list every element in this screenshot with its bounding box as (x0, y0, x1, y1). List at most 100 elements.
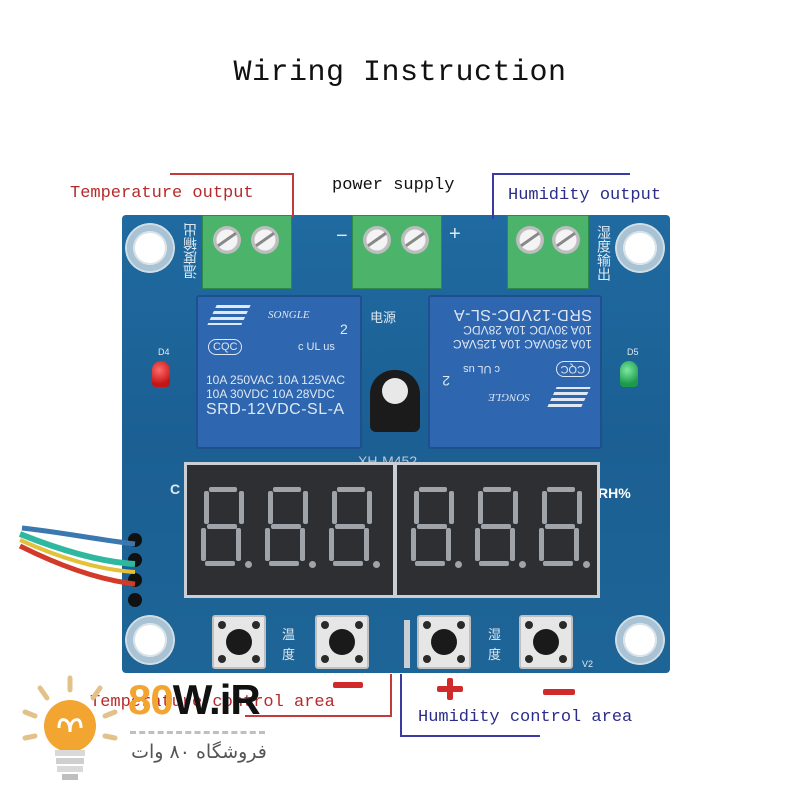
segment-f (268, 491, 273, 524)
segment-e (475, 528, 480, 561)
temperature-display (184, 462, 396, 598)
segment-c (300, 528, 305, 561)
rh-unit-label: RH% (598, 485, 631, 501)
humidity-control-area-label: Humidity control area (418, 708, 633, 727)
board-version-label: V2 (582, 659, 594, 669)
button-corner-dot (252, 621, 260, 629)
segment-f (542, 491, 547, 524)
temperature-control-area-label: Temperature control area (90, 693, 335, 712)
segment-e (201, 528, 206, 561)
temp-minus-button[interactable] (315, 615, 369, 669)
humidity-minus-sign (543, 689, 575, 695)
power-supply-label: power supply (332, 176, 455, 195)
relay-model: SRD-12VDC-SL-A (453, 306, 592, 323)
humidity-output-terminal[interactable] (507, 215, 589, 289)
segment-b (239, 491, 244, 524)
power-minus-silk: − (336, 225, 348, 247)
temp-control-callout-line (245, 715, 392, 717)
temperature-output-terminal[interactable] (202, 215, 292, 289)
segment-g (417, 524, 447, 529)
sensor-wires (18, 525, 136, 587)
ul-mark: c UL us (298, 341, 335, 353)
mounting-hole-bottom-left (125, 615, 175, 665)
humidity-plus-button[interactable] (417, 615, 471, 669)
temp-plus-button[interactable] (212, 615, 266, 669)
capacitor (370, 370, 420, 432)
celsius-unit-label: C (170, 481, 181, 497)
temp-buttons-silk: 温 度 (282, 625, 296, 665)
segment-b (513, 491, 518, 524)
button-cap (226, 629, 252, 655)
relay-number: 2 (340, 321, 348, 337)
button-corner-dot (457, 655, 465, 663)
segment-e (265, 528, 270, 561)
temp-silk-char-2: 度 (282, 647, 296, 662)
screw-icon (363, 226, 391, 254)
temp-output-silk-label: 温度输出 (182, 223, 198, 279)
red-led-indicator (152, 361, 170, 387)
segment-b (303, 491, 308, 524)
segment-c (364, 528, 369, 561)
relay-model: SRD-12VDC-SL-A (206, 401, 345, 418)
led-d4-label: D4 (158, 347, 170, 357)
segment-a (337, 487, 365, 492)
humidity-silk-char-1: 湿 (488, 627, 502, 642)
button-corner-dot (321, 621, 329, 629)
button-corner-dot (218, 655, 226, 663)
temp-output-callout-line (292, 173, 294, 217)
divider-strip (404, 620, 410, 668)
relay-rating-dc: 10A 30VDC 10A 28VDC (463, 323, 592, 337)
humidity-control-callout-line (400, 735, 540, 737)
led-d5-label: D5 (627, 347, 639, 357)
button-corner-dot (559, 621, 567, 629)
segment-d (205, 561, 235, 566)
segment-c (236, 528, 241, 561)
relay-rating-ac: 10A 250VAC 10A 125VAC (453, 337, 592, 351)
seven-segment-digit (539, 487, 590, 568)
mounting-hole-top-left (125, 223, 175, 273)
relay-rating-ac: 10A 250VAC 10A 125VAC (206, 373, 345, 387)
button-cap (431, 629, 457, 655)
pcb-board: 温度输出 湿度输出 − + 电源 SONGLE CQC c UL us 2 10… (122, 215, 670, 673)
watermark-lightbulb-icon (15, 670, 125, 790)
watermark-brand-suffix: W.iR (172, 676, 261, 723)
button-corner-dot (559, 655, 567, 663)
segment-d (333, 561, 363, 566)
seven-segment-digit (329, 487, 380, 568)
relay-brand: SONGLE (488, 391, 530, 403)
screw-icon (213, 226, 241, 254)
green-led-indicator (620, 361, 638, 387)
power-supply-terminal[interactable] (352, 215, 442, 289)
sensor-wire-teal (18, 531, 136, 567)
temp-minus-sign (333, 682, 363, 688)
humidity-minus-button[interactable] (519, 615, 573, 669)
decimal-point (583, 561, 590, 568)
power-silk-label: 电源 (370, 310, 397, 325)
button-corner-dot (525, 621, 533, 629)
segment-f (332, 491, 337, 524)
segment-e (329, 528, 334, 561)
segment-g (481, 524, 511, 529)
seven-segment-digit (475, 487, 526, 568)
sensor-wire-yellow (19, 538, 136, 574)
relay-rating-dc: 10A 30VDC 10A 28VDC (206, 387, 335, 401)
screw-icon (401, 226, 429, 254)
segment-c (574, 528, 579, 561)
relay-number: 2 (442, 373, 450, 389)
segment-a (483, 487, 511, 492)
segment-g (335, 524, 365, 529)
humidity-plus-sign-h (437, 686, 463, 692)
humidity-output-callout-line (492, 173, 494, 219)
segment-g (207, 524, 237, 529)
decimal-point (373, 561, 380, 568)
segment-c (446, 528, 451, 561)
watermark-divider (130, 731, 265, 734)
relay-humidity: SONGLE CQC c UL us 2 10A 250VAC 10A 125V… (428, 295, 602, 449)
segment-b (577, 491, 582, 524)
sensor-wire-red (18, 543, 136, 587)
screw-icon (251, 226, 279, 254)
power-plus-silk: + (449, 223, 461, 245)
segment-c (510, 528, 515, 561)
segment-f (204, 491, 209, 524)
decimal-point (309, 561, 316, 568)
